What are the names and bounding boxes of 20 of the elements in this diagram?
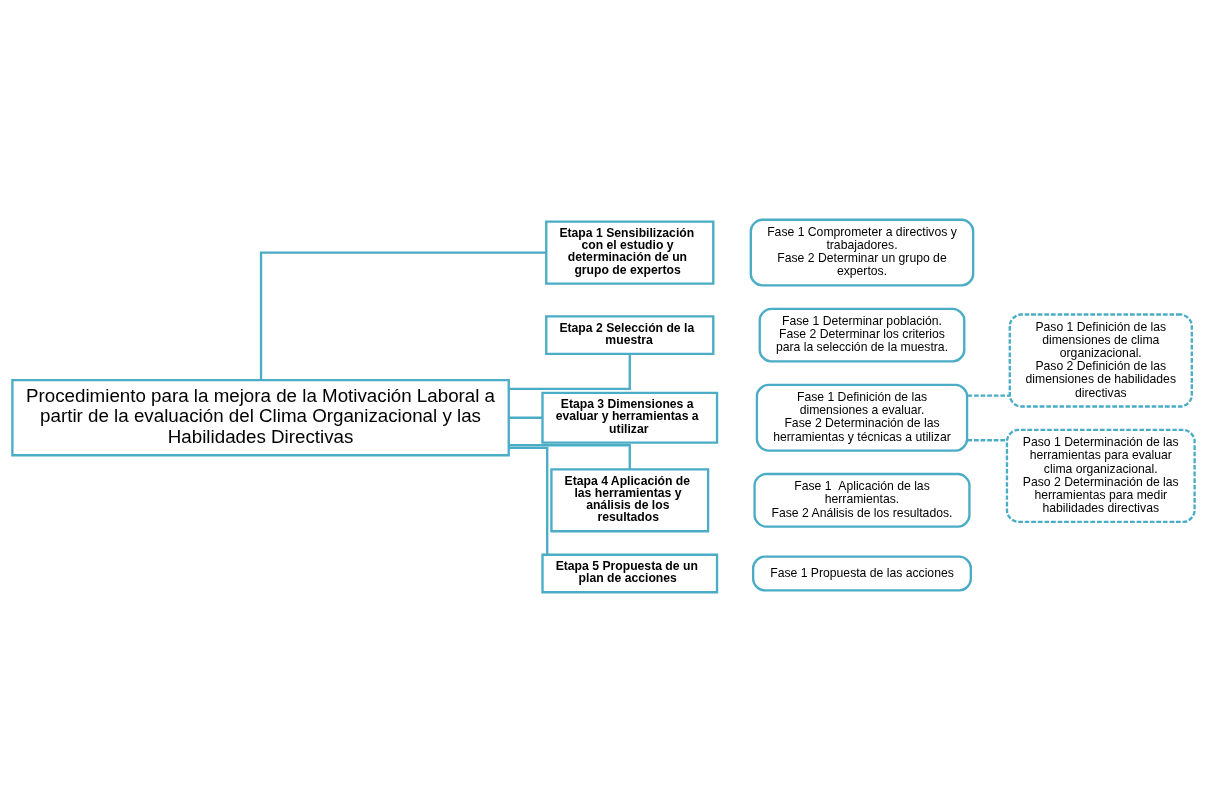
connector [967, 439, 1007, 442]
connector [508, 353, 631, 391]
node-box: Fase 1 Aplicación de las herramientas. Fase 2 Análisis de los resultados. [753, 472, 971, 528]
connector [259, 251, 547, 380]
node-box: Fase 1 Propuesta de las acciones [751, 555, 972, 592]
node-box: Etapa 4 Aplicación de las herramientas y análisis de los resultados [550, 468, 710, 533]
node-box: Etapa 3 Dimensiones a evaluar y herramientas a utilizar [541, 391, 719, 444]
node-box: Paso 1 Determinación de las herramientas para evaluar clima organizacional. Paso 2 Determinación de las herramientas para medir habilidades directivas [1005, 428, 1196, 524]
node-box: Etapa 2 Selección de la muestra [545, 315, 715, 356]
node-box: Fase 1 Determinar población. Fase 2 Determinar los criterios para la selección de la muestra. [758, 307, 966, 363]
connector [508, 444, 631, 470]
node-box: Etapa 5 Propuesta de un plan de acciones [541, 553, 719, 594]
node-box: Fase 1 Definición de las dimensiones a evaluar. Fase 2 Determinación de las herramientas y técnicas a utilizar [755, 383, 969, 452]
node-box: Procedimiento para la mejora de la Motivación Laboral a partir de la evaluación del Clima Organizacional y las Habilidades Directivas [11, 379, 510, 457]
node-box: Fase 1 Comprometer a directivos y trabajadores. Fase 2 Determinar un grupo de expertos. [749, 218, 975, 287]
connector [967, 394, 1010, 397]
node-box: Etapa 1 Sensibilización con el estudio y determinación de un grupo de expertos [545, 220, 715, 285]
node-box: Paso 1 Definición de las dimensiones de clima organizacional. Paso 2 Definición de las dimensiones de habilidades directivas [1008, 313, 1193, 408]
connector [508, 446, 549, 555]
connector [508, 416, 543, 419]
